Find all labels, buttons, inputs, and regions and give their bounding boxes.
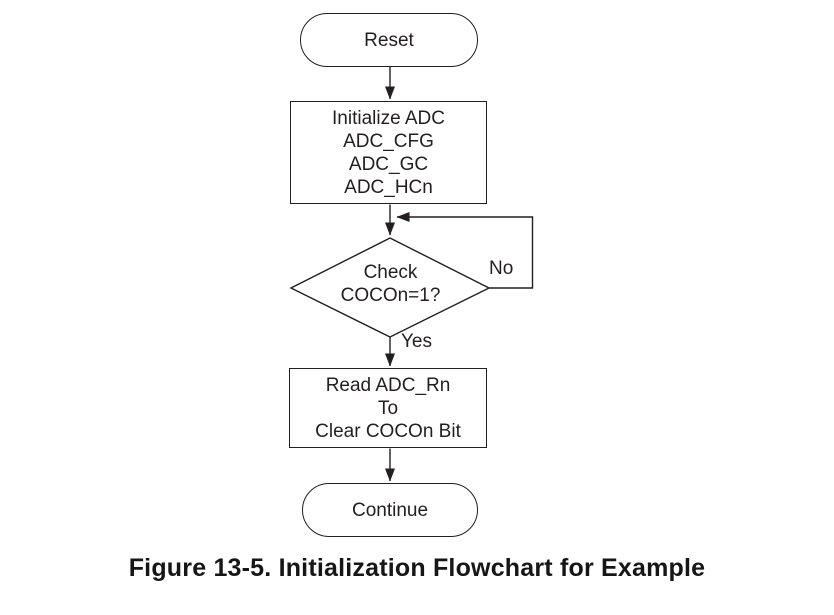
edge-no-loop <box>396 212 534 289</box>
node-read-line: To <box>377 397 399 419</box>
node-initialize-line: ADC_CFG <box>343 130 434 152</box>
figure-caption: Figure 13-5. Initialization Flowchart fo… <box>128 554 706 582</box>
node-read-adc-rn: Read ADC_Rn To Clear COCOn Bit <box>289 368 487 448</box>
edge-label-yes: Yes <box>401 331 432 352</box>
node-reset-label: Reset <box>364 29 414 51</box>
node-continue: Continue <box>302 483 478 537</box>
node-initialize-line: ADC_HCn <box>344 176 433 198</box>
node-initialize-line: Initialize ADC <box>332 107 445 129</box>
node-read-line: Read ADC_Rn <box>325 374 451 396</box>
node-read-line: Clear COCOn Bit <box>315 420 461 442</box>
node-continue-label: Continue <box>351 499 429 521</box>
node-check-cocon: Check COCOn=1? <box>300 261 481 307</box>
node-check-line: Check <box>363 262 418 283</box>
node-initialize-line: ADC_GC <box>348 153 429 175</box>
edge-label-no: No <box>489 258 514 279</box>
node-reset: Reset <box>300 13 478 67</box>
node-check-line: COCOn=1? <box>340 285 441 306</box>
decision-diamond-shape <box>289 237 491 338</box>
node-initialize-adc: Initialize ADC ADC_CFG ADC_GC ADC_HCn <box>290 101 487 204</box>
